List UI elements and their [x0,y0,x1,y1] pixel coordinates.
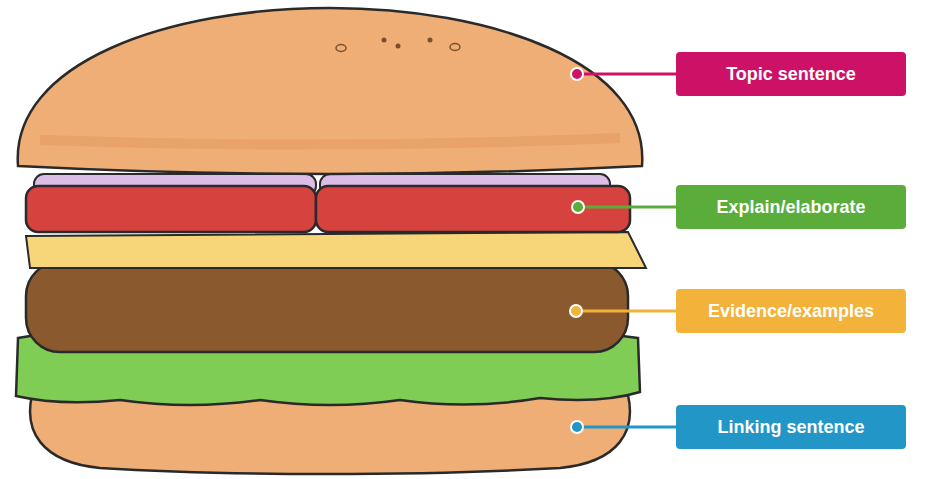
seed [382,38,387,43]
bottom-bun [30,395,630,474]
leader-line [577,73,676,76]
top-bun [18,8,643,174]
label-box: Evidence/examples [676,289,906,333]
bun-shade [40,138,620,145]
label-text: Evidence/examples [708,301,874,322]
leader-line [578,206,676,209]
seed [428,38,433,43]
cheese [26,232,646,268]
seed [396,44,401,49]
leader-line [576,310,676,313]
leader-dot [571,421,583,433]
leader-dot [571,68,583,80]
leader-dot [570,305,582,317]
label-text: Explain/elaborate [716,197,865,218]
label-box: Linking sentence [676,405,906,449]
tomato [316,186,630,232]
label-box: Explain/elaborate [676,185,906,229]
seed [450,44,460,51]
label-text: Topic sentence [726,64,856,85]
label-box: Topic sentence [676,52,906,96]
leader-dot [572,201,584,213]
patty [26,262,628,352]
tomato [26,186,316,232]
seed [336,45,346,52]
label-text: Linking sentence [717,417,864,438]
leader-line [577,426,676,429]
